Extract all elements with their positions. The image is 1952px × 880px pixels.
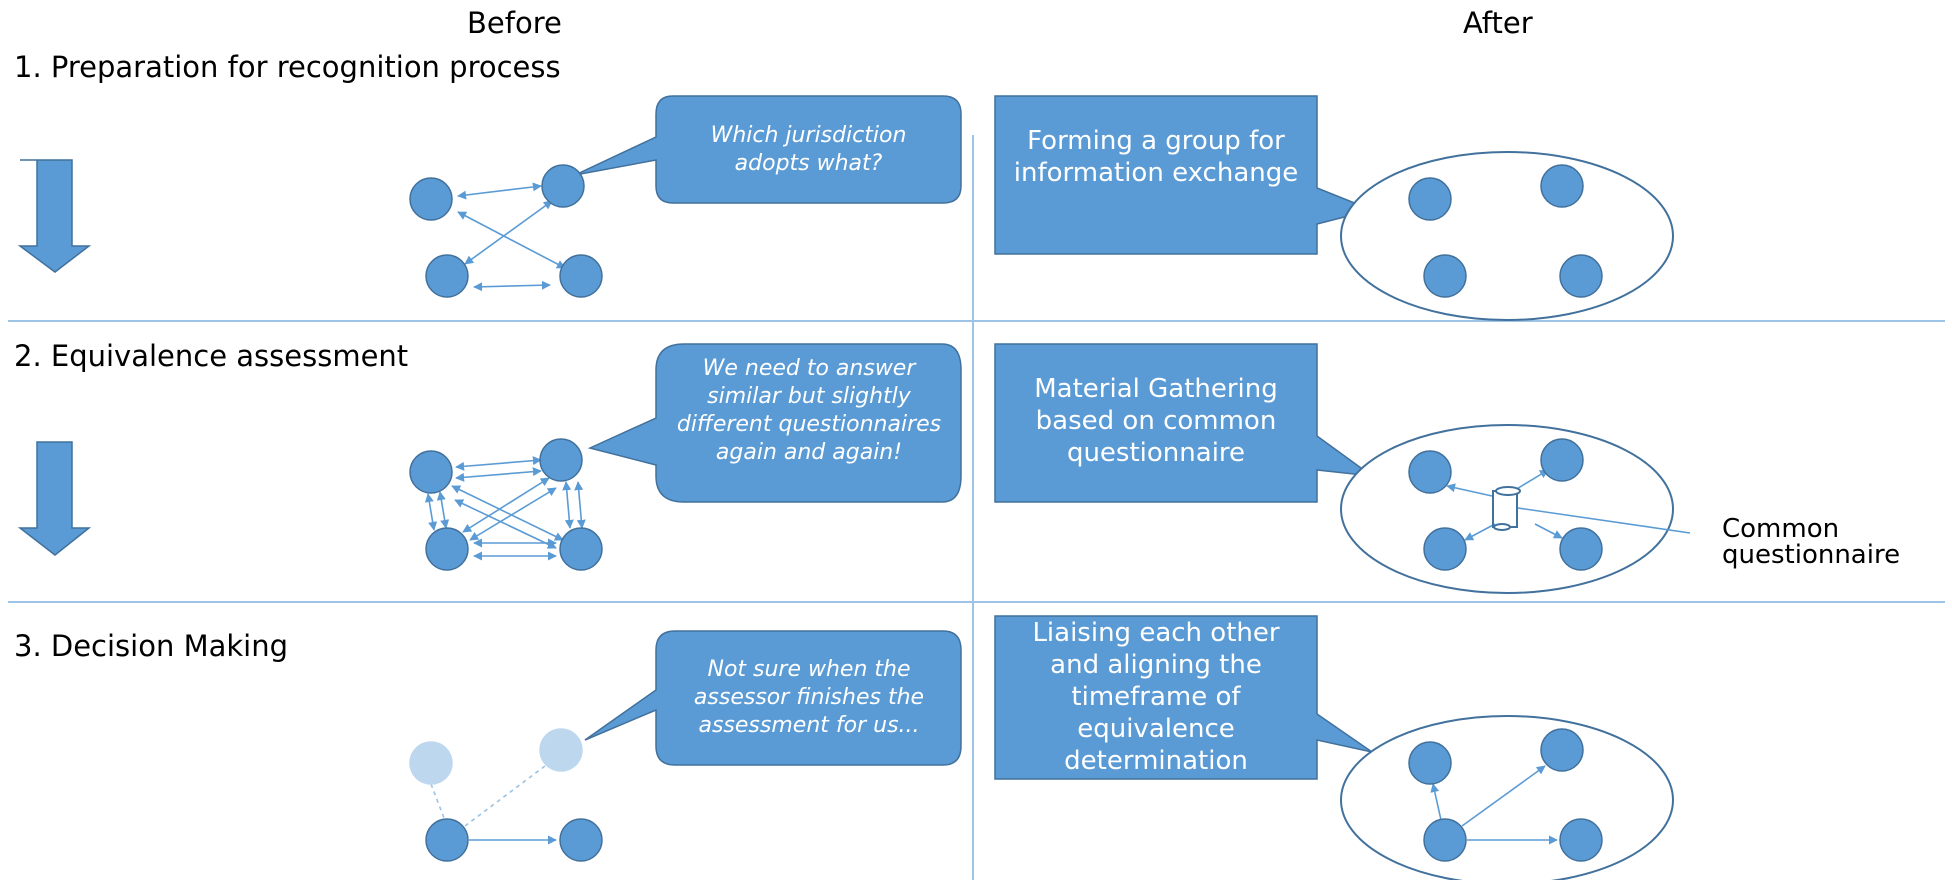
down-arrow-icon <box>17 441 92 556</box>
after-nodes-1 <box>1408 164 1603 298</box>
common-questionnaire-label: Common questionnaire <box>1722 514 1901 570</box>
after-text-2: Material Gathering based on common quest… <box>1034 374 1278 468</box>
document-scroll-icon <box>1492 486 1521 531</box>
after-header: After <box>1463 6 1533 40</box>
after-nodes-2 <box>1408 438 1603 571</box>
bubble-text-1: Which jurisdiction adopts what? <box>710 123 907 176</box>
before-network-3 <box>430 765 557 845</box>
speech-bubble-1 <box>574 95 962 204</box>
group-ellipse-2 <box>1340 424 1674 594</box>
bubble-text-3: Not sure when the assessor finishes the … <box>693 657 925 738</box>
down-arrow-icon <box>17 159 92 273</box>
after-network-3 <box>1430 765 1558 845</box>
callout-box-3 <box>994 615 1373 780</box>
step-3-title: 3. Decision Making <box>14 629 288 663</box>
before-header: Before <box>467 6 562 40</box>
step-2-title: 2. Equivalence assessment <box>14 339 409 373</box>
before-nodes-3 <box>409 728 603 862</box>
after-nodes-3 <box>1408 728 1603 862</box>
before-nodes-2 <box>409 438 603 571</box>
before-nodes-1 <box>409 164 603 298</box>
after-network-2 <box>1446 469 1691 541</box>
group-ellipse-1 <box>1340 151 1674 321</box>
after-text-3: Liaising each other and aligning the tim… <box>1032 618 1280 776</box>
speech-bubble-3 <box>584 630 962 766</box>
before-network-2 <box>424 456 586 561</box>
group-ellipse-3 <box>1340 715 1674 880</box>
callout-box-2 <box>994 343 1375 503</box>
before-network-1 <box>457 182 566 292</box>
bubble-text-2: We need to answer similar but slightly d… <box>676 356 942 465</box>
speech-bubble-2 <box>587 343 962 503</box>
after-text-1: Forming a group for information exchange <box>1013 126 1299 188</box>
step-1-title: 1. Preparation for recognition process <box>14 50 561 84</box>
